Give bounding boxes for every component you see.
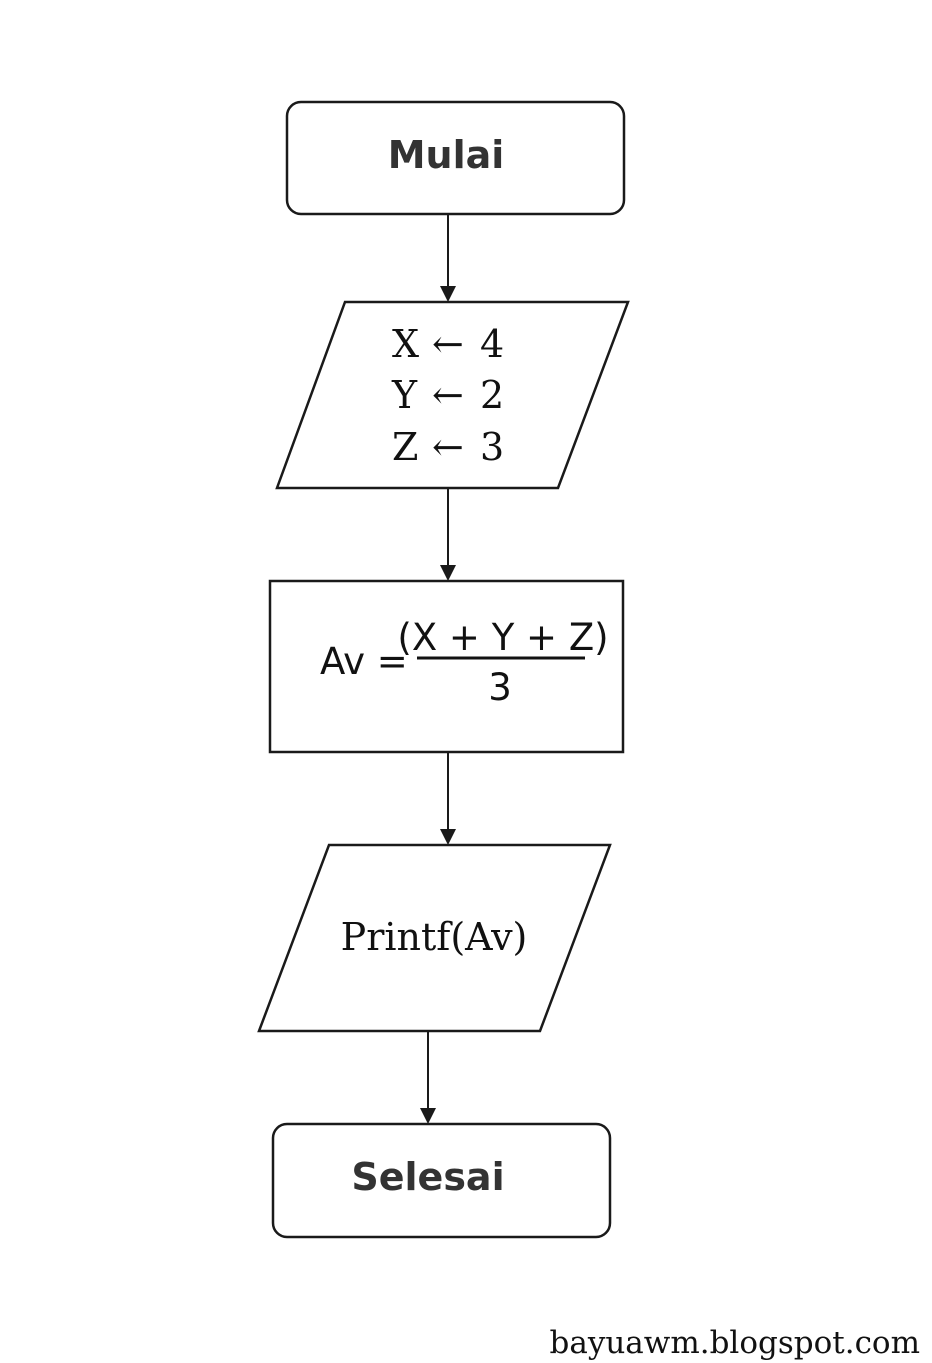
assignment-var: X	[392, 322, 419, 366]
assignment-row-y: Y ← 2	[391, 373, 504, 417]
left-arrow-icon: ←	[432, 373, 464, 417]
assignment-var: Z	[392, 425, 418, 469]
output-label: Printf(Av)	[341, 915, 528, 959]
end-terminator: Selesai	[271, 1122, 612, 1239]
output-parallelogram: Printf(Av)	[257, 843, 612, 1033]
formula-numerator: (X + Y + Z)	[397, 616, 608, 659]
assignment-value: 2	[480, 373, 504, 417]
start-label: Mulai	[388, 133, 505, 177]
arrow-process-to-output	[440, 752, 456, 845]
assignment-row-z: Z ← 3	[392, 425, 504, 469]
process-box: Av = (X + Y + Z) 3	[268, 579, 625, 754]
input-parallelogram: X ← 4 Y ← 2 Z ← 3	[275, 300, 630, 490]
arrow-input-to-process	[440, 488, 456, 581]
formula-lhs: Av =	[320, 640, 408, 683]
left-arrow-icon: ←	[432, 322, 464, 366]
end-label: Selesai	[351, 1155, 504, 1199]
arrow-output-to-end	[420, 1031, 436, 1124]
arrow-start-to-input	[440, 214, 456, 302]
left-arrow-icon: ←	[432, 425, 464, 469]
assignment-value: 3	[480, 425, 504, 469]
assignment-value: 4	[480, 322, 504, 366]
watermark-text: bayuawm.blogspot.com	[549, 1325, 921, 1361]
assignment-var: Y	[391, 373, 418, 417]
start-terminator: Mulai	[285, 100, 626, 216]
assignment-row-x: X ← 4	[392, 322, 504, 366]
formula-denominator: 3	[488, 666, 512, 709]
